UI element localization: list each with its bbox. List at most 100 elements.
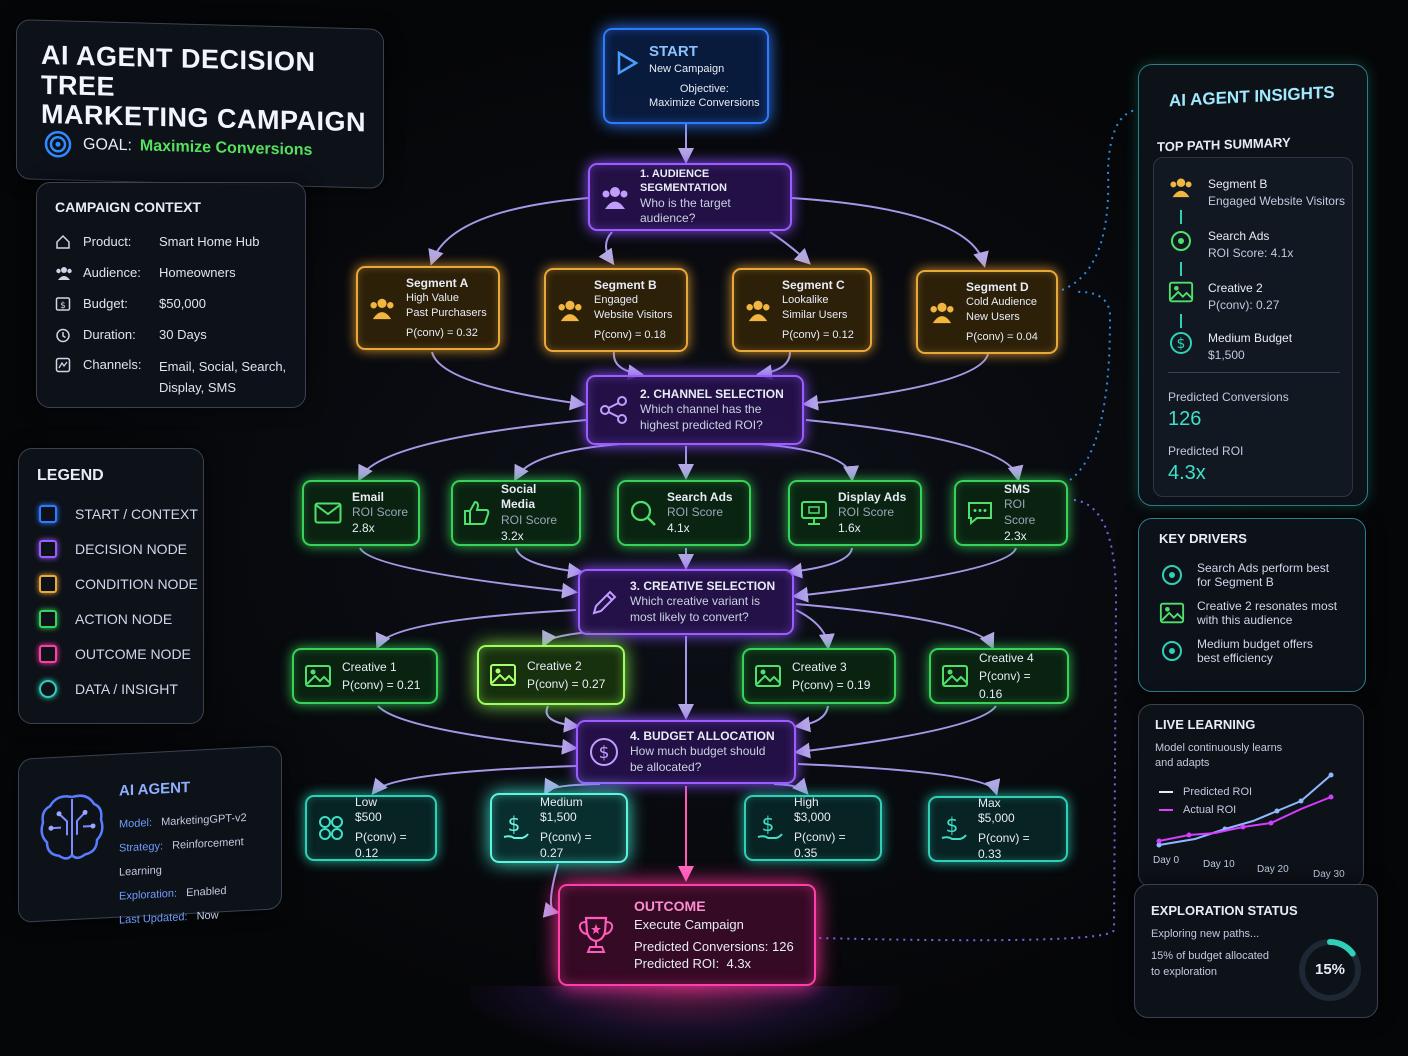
driver-2-line-1: Creative 2 resonates most: [1197, 599, 1338, 613]
wire-audience-segA: [428, 197, 589, 266]
legend-line-predicted: [1159, 791, 1173, 793]
channel-sms-node[interactable]: SMS ROI Score 2.3x: [954, 480, 1068, 546]
legend-swatch-purple: [39, 539, 57, 558]
segment-c-prob: P(conv) = 0.12: [782, 328, 854, 341]
exploration-desc: Exploring new paths... 15% of budget all…: [1151, 927, 1269, 981]
actual-roi-line: [1158, 796, 1332, 842]
agent-value-updated: Now: [196, 909, 219, 923]
channel-email-node[interactable]: Email ROI Score 2.8x: [302, 480, 420, 546]
predicted-conversions-value: 126: [1168, 408, 1202, 430]
goal-label: GOAL:: [83, 135, 132, 155]
wire-channel-sms: [805, 419, 1024, 482]
driver-1-line-2: for Segment B: [1197, 575, 1274, 589]
segment-a-node[interactable]: Segment A High Value Past Purchasers P(c…: [356, 266, 500, 350]
agent-row-strategy: Strategy: Reinforcement Learning: [119, 828, 281, 884]
channel-social-label: ROI Score: [501, 513, 558, 527]
svg-text:$: $: [1177, 336, 1186, 352]
context-rows: Product: Smart Home Hub Audience: Homeow…: [55, 226, 295, 395]
channel-search-node[interactable]: Search Ads ROI Score 4.1x: [617, 480, 751, 546]
title-line-1: AI AGENT DECISION TREE: [41, 39, 316, 102]
gauge-fill: [1299, 939, 1361, 1001]
share-icon: [598, 394, 630, 426]
creative-4-node[interactable]: Creative 4 P(conv) = 0.16: [929, 648, 1069, 704]
creative-1-prob: P(conv) = 0.21: [342, 678, 421, 692]
segment-c-line-1: Lookalike: [782, 294, 829, 307]
outcome-title: OUTCOME: [634, 898, 706, 915]
exploration-percent: 15%: [1314, 961, 1346, 978]
budget-allocation-node[interactable]: $ 4. BUDGET ALLOCATION How much budget s…: [576, 720, 796, 784]
wire-segC-channel: [756, 351, 791, 381]
dollar-circle-icon: $: [588, 736, 620, 768]
audience-question-2: audience?: [640, 211, 696, 226]
legend-item-start: START / CONTEXT: [39, 496, 198, 531]
creative-selection-node[interactable]: 3. CREATIVE SELECTION Which creative var…: [578, 569, 794, 635]
segment-b-node[interactable]: Segment B Engaged Website Visitors P(con…: [544, 268, 688, 352]
wire-channel-social: [514, 443, 621, 482]
budget-medium-node[interactable]: $ Medium $1,500 P(conv) = 0.27: [490, 793, 628, 863]
image-icon: [1168, 281, 1194, 303]
insights-panel: AI AGENT INSIGHTS TOP PATH SUMMARY Segme…: [1138, 64, 1368, 506]
svg-text:$: $: [60, 301, 66, 311]
audience-segmentation-node[interactable]: 1. AUDIENCE SEGMENTATION Who is the targ…: [588, 163, 792, 231]
legend-label-data: DATA / INSIGHT: [75, 680, 178, 697]
legend-item-condition: CONDITION NODE: [39, 566, 198, 601]
path-channel-detail: ROI Score: 4.1x: [1208, 245, 1294, 260]
start-node[interactable]: START New Campaign Objective: Maximize C…: [603, 28, 769, 124]
segment-c-node[interactable]: Segment C Lookalike Similar Users P(conv…: [732, 268, 872, 352]
agent-rows: Model: MarketingGPT-v2 Strategy: Reinfor…: [119, 804, 281, 932]
dotted-insight-link-1: [1061, 109, 1137, 291]
divider: [1168, 372, 1340, 373]
start-line-3: Maximize Conversions: [649, 97, 760, 110]
agent-label-strategy: Strategy:: [119, 840, 164, 855]
legend-panel: LEGEND START / CONTEXT DECISION NODE CON…: [18, 448, 204, 724]
creative-title: 3. CREATIVE SELECTION: [630, 578, 776, 593]
segment-b-prob: P(conv) = 0.18: [594, 328, 666, 341]
channel-sms-roi: 2.3x: [1004, 528, 1027, 543]
legend-item-action: ACTION NODE: [39, 601, 198, 636]
channel-display-node[interactable]: Display Ads ROI Score 1.6x: [788, 480, 922, 546]
dotted-insight-link-2: [1069, 290, 1112, 481]
svg-text:$: $: [508, 813, 521, 836]
outcome-node[interactable]: OUTCOME Execute Campaign Predicted Conve…: [558, 884, 816, 986]
context-row-budget: $ Budget: $50,000: [55, 288, 295, 319]
predicted-roi-value: 4.3x: [1168, 462, 1206, 484]
creative-2-node[interactable]: Creative 2 P(conv) = 0.27: [477, 645, 625, 705]
budget-max-node[interactable]: $ Max $5,000 P(conv) = 0.33: [928, 796, 1068, 862]
context-row-duration: Duration: 30 Days: [55, 319, 295, 350]
start-title: START: [649, 43, 698, 60]
wire-sms-creative: [792, 547, 1017, 603]
target-icon: [1162, 641, 1182, 661]
channel-social-node[interactable]: Social Media ROI Score 3.2x: [451, 480, 581, 546]
budget-low-node[interactable]: Low $500 P(conv) = 0.12: [305, 795, 437, 861]
people-icon: [744, 298, 772, 322]
creative-3-node[interactable]: Creative 3 P(conv) = 0.19: [742, 648, 896, 704]
path-connector: [1180, 314, 1182, 328]
exploration-gauge: [1299, 939, 1361, 1001]
segment-d-node[interactable]: Segment D Cold Audience New Users P(conv…: [916, 270, 1058, 354]
budget-high-node[interactable]: $ High $3,000 P(conv) = 0.35: [744, 795, 882, 861]
dollar-circle-icon: $: [1170, 332, 1192, 354]
context-label-budget: Budget:: [83, 296, 128, 311]
chat-icon: [966, 500, 994, 526]
wire-medium-outcome: [542, 863, 560, 918]
pencil-icon: [590, 587, 620, 617]
creative-1-node[interactable]: Creative 1 P(conv) = 0.21: [292, 648, 438, 704]
target-icon: [1171, 231, 1191, 251]
context-label-duration: Duration:: [83, 327, 136, 342]
channel-selection-node[interactable]: 2. CHANNEL SELECTION Which channel has t…: [586, 375, 804, 445]
agent-value-model: MarketingGPT-v2: [161, 811, 247, 829]
creative-4-prob: P(conv) = 0.16: [979, 669, 1031, 701]
channel-email-roi: 2.8x: [352, 520, 375, 535]
creative-3-name: Creative 3: [792, 660, 847, 674]
image-icon: [754, 664, 782, 688]
legend-label-action: ACTION NODE: [75, 610, 173, 627]
legend-line-actual: [1159, 809, 1173, 811]
exploration-line-3: to exploration: [1151, 965, 1218, 978]
budget-title: 4. BUDGET ALLOCATION: [630, 728, 775, 743]
segment-d-line-1: Cold Audience: [966, 296, 1037, 309]
brain-icon: [40, 794, 104, 860]
